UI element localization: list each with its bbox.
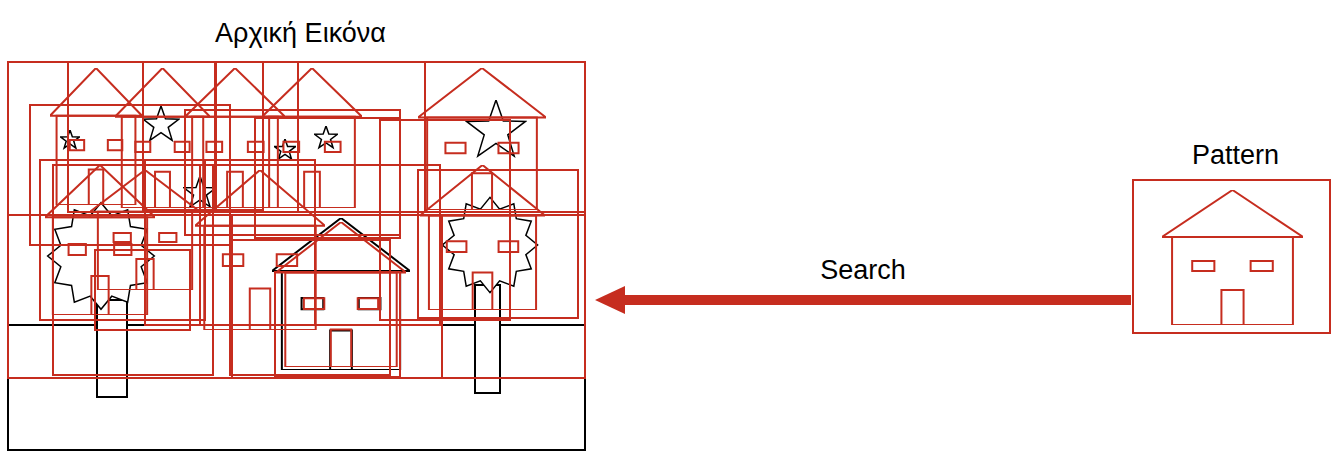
- star: [143, 106, 179, 140]
- search-window: [185, 110, 400, 235]
- pattern-border: [1133, 180, 1330, 333]
- red-house: [115, 68, 210, 208]
- red-house: [420, 165, 545, 310]
- tree-trunk: [475, 285, 500, 393]
- tree: [48, 203, 155, 310]
- red-house: [262, 68, 362, 208]
- red-house: [50, 68, 142, 205]
- image-frame: Αρχική Εικόνα: [8, 10, 593, 450]
- star: [315, 126, 338, 148]
- arrow-shaft: [625, 295, 1131, 305]
- search-window: [418, 170, 578, 318]
- search-window: [95, 250, 190, 330]
- red-house: [418, 68, 546, 210]
- search-window: [8, 215, 585, 378]
- search-window: [230, 240, 390, 375]
- image-border: [8, 62, 585, 450]
- pattern-frame: Pattern: [1133, 135, 1331, 333]
- search-window: [8, 62, 585, 378]
- search-arrow: [595, 286, 1131, 314]
- search-window: [30, 105, 230, 245]
- search-window: [40, 160, 205, 320]
- search-windows: [8, 62, 585, 378]
- star: [467, 100, 526, 156]
- pattern-house: [1162, 190, 1303, 325]
- arrow-head: [595, 286, 625, 314]
- arrow-label: Search: [817, 255, 909, 286]
- red-house: [276, 222, 406, 367]
- red-house: [45, 165, 155, 315]
- search-window: [200, 165, 440, 325]
- search-window: [143, 62, 263, 210]
- search-window: [53, 165, 213, 375]
- scene: [8, 62, 585, 450]
- image-heading: Αρχική Εικόνα: [8, 18, 593, 49]
- search-window: [298, 62, 425, 212]
- image-heading: Pattern: [1133, 140, 1331, 171]
- search-window: [425, 62, 585, 212]
- search-window: [255, 118, 400, 238]
- search-window: [275, 272, 400, 377]
- search-window: [215, 62, 425, 212]
